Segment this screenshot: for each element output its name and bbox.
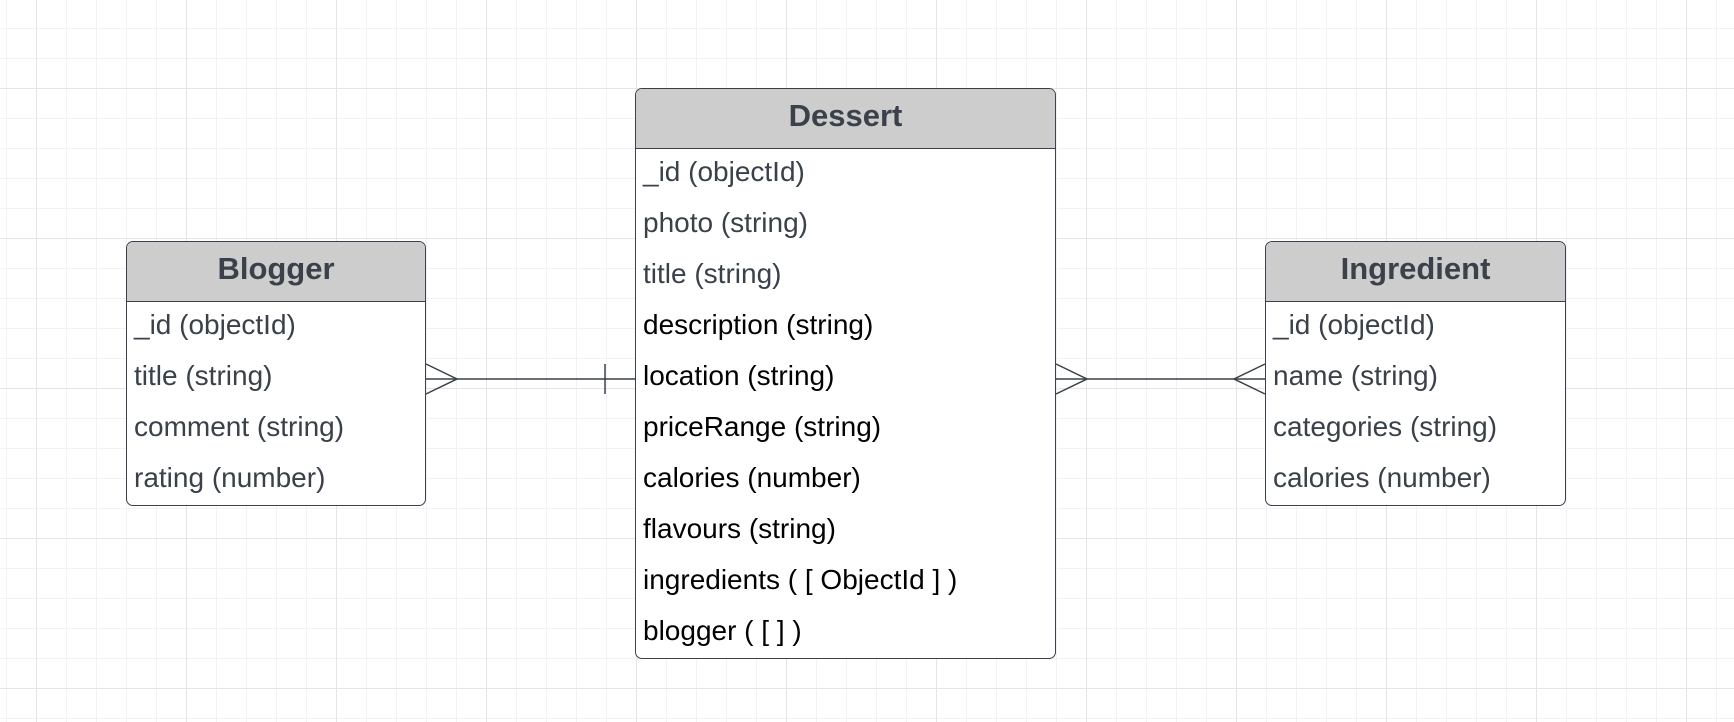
entity-ingredient[interactable]: Ingredient _id (objectId) name (string) … <box>1265 241 1566 506</box>
crows-foot-many-marker <box>1232 363 1266 395</box>
attribute-photo: photo (string) <box>643 207 808 238</box>
attribute-name: name (string) <box>1273 360 1438 391</box>
attribute-calories: calories (number) <box>1273 462 1491 493</box>
attribute-id: _id (objectId) <box>134 309 296 340</box>
entity-title: Dessert <box>636 89 1055 149</box>
entity-title: Blogger <box>127 242 425 302</box>
attribute-id: _id (objectId) <box>1273 309 1435 340</box>
attribute-price-range: priceRange (string) <box>643 411 882 442</box>
entity-title: Ingredient <box>1266 242 1565 302</box>
attribute-title: title (string) <box>643 258 782 289</box>
attribute-rating: rating (number) <box>134 462 326 493</box>
attribute-comment: comment (string) <box>134 411 345 442</box>
relationship-blogger-dessert[interactable] <box>425 363 635 395</box>
entity-blogger[interactable]: Blogger _id (objectId) title (string) co… <box>126 241 426 506</box>
relationship-dessert-ingredient[interactable] <box>1055 363 1266 395</box>
attribute-description: description (string) <box>643 309 874 340</box>
attribute-flavours: flavours (string) <box>643 513 836 544</box>
attribute-calories: calories (number) <box>643 462 861 493</box>
attribute-location: location (string) <box>643 360 835 391</box>
attribute-title: title (string) <box>134 360 273 391</box>
crows-foot-many-marker <box>425 363 459 395</box>
attribute-blogger: blogger ( [ ] ) <box>643 615 802 646</box>
attribute-ingredients: ingredients ( [ ObjectId ] ) <box>643 564 958 595</box>
attribute-categories: categories (string) <box>1273 411 1498 442</box>
crows-foot-many-marker <box>1055 363 1089 395</box>
attribute-id: _id (objectId) <box>643 156 805 187</box>
entity-dessert[interactable]: Dessert _id (objectId) photo (string) ti… <box>635 88 1056 659</box>
